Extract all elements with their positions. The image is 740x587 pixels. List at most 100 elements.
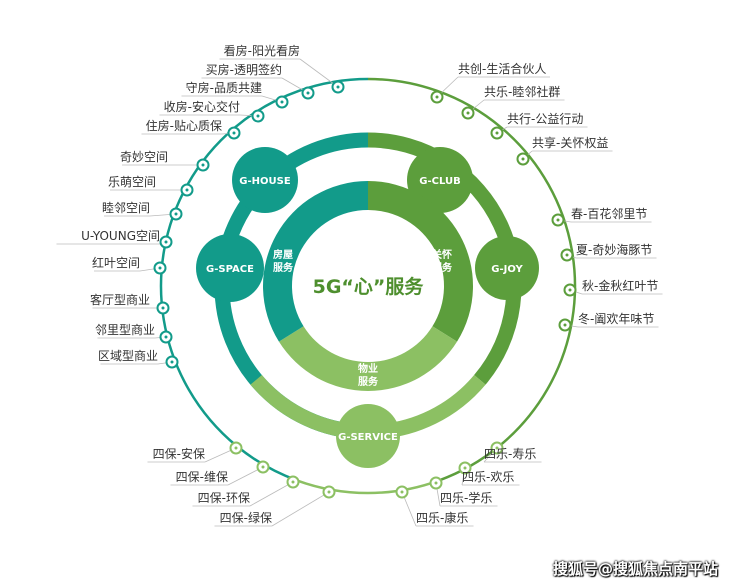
label-text: 四保-绿保 — [220, 510, 272, 525]
list-item: 四保-环保 — [192, 475, 300, 507]
list-item: U-YOUNG空间 — [56, 229, 173, 249]
outer-ring-bottom — [296, 479, 440, 495]
ring-dot-center — [400, 490, 404, 494]
label-text: 四保-安保 — [153, 446, 205, 461]
node-service — [336, 404, 400, 468]
label-text: 红叶空间 — [92, 255, 140, 270]
ring-dot-center — [463, 466, 467, 470]
ring-dot-center — [234, 446, 238, 450]
label-text: 邻里型商业 — [95, 322, 155, 337]
list-item: 共创-生活合伙人 — [430, 61, 550, 104]
label-text: 奇妙空间 — [120, 150, 168, 164]
segment-house — [263, 181, 368, 342]
list-item: 四乐-寿乐 — [483, 441, 542, 463]
label-text: 四保-环保 — [198, 491, 250, 505]
list-item: 乐萌空间 — [108, 175, 194, 197]
leader-line — [249, 481, 294, 507]
ring-dot-center — [291, 480, 295, 484]
label-text: U-YOUNG空间 — [81, 229, 160, 243]
node-label-house: G-HOUSE — [239, 176, 291, 187]
ring-dot-center — [556, 218, 560, 222]
middle-ring-right — [367, 132, 522, 385]
segment-care — [368, 181, 473, 342]
label-text: 共创-生活合伙人 — [458, 61, 546, 76]
ring-dot-center — [563, 323, 567, 327]
ring-dot-center — [256, 114, 260, 118]
leader-line — [271, 491, 330, 527]
ring-dot-center — [174, 212, 178, 216]
list-item: 春-百花邻里节 — [551, 206, 652, 227]
ring-dot-center — [161, 306, 165, 310]
ring-dot-center — [164, 240, 168, 244]
label-text: 买房-透明签约 — [206, 62, 282, 77]
outer-labels: 看房-阳光看房买房-透明签约守房-品质共建收房-安心交付住房-贴心质保奇妙空间乐… — [56, 43, 663, 527]
label-text: 睦邻空间 — [102, 201, 150, 215]
ring-dot-center — [336, 85, 340, 89]
label-text: 四乐-欢乐 — [462, 469, 514, 484]
label-text: 春-百花邻里节 — [571, 206, 647, 221]
label-text: 秋-金秋红叶节 — [582, 278, 658, 293]
list-item: 红叶空间 — [92, 255, 167, 275]
label-text: 四乐-康乐 — [416, 510, 468, 525]
label-text: 收房-安心交付 — [164, 99, 240, 114]
label-text: 区域型商业 — [98, 348, 158, 363]
list-item: 买房-透明签约 — [201, 62, 315, 100]
ring-dot-center — [170, 360, 174, 364]
list-item: 共乐-睦邻社群 — [461, 84, 565, 120]
ring-dot-center — [521, 157, 525, 161]
ring-dot-center — [466, 111, 470, 115]
ring-dot-center — [565, 253, 569, 257]
ring-dot-center — [568, 288, 572, 292]
list-item: 奇妙空间 — [120, 150, 210, 172]
label-text: 住房-贴心质保 — [146, 118, 222, 133]
list-item: 客厅型商业 — [90, 292, 170, 315]
node-label-service: G-SERVICE — [338, 432, 398, 443]
label-text: 四乐-寿乐 — [484, 447, 536, 461]
ring-dot-center — [185, 188, 189, 192]
ring-dot-center — [434, 481, 438, 485]
list-item: 四保-维保 — [170, 460, 270, 486]
ring-dot-center — [164, 335, 168, 339]
list-item: 冬-阖欢年味节 — [558, 311, 659, 332]
segment-property — [278, 326, 458, 391]
list-item: 共享-关怀权益 — [516, 135, 613, 166]
list-item: 四乐-学乐 — [429, 476, 498, 507]
label-text: 冬-阖欢年味节 — [578, 311, 654, 326]
ring-dot-center — [495, 446, 499, 450]
list-item: 四保-绿保 — [214, 485, 336, 527]
list-item: 共行-公益行动 — [490, 112, 588, 140]
ring-dot-center — [201, 163, 205, 167]
list-item: 区域型商业 — [98, 348, 179, 369]
list-item: 四乐-欢乐 — [458, 461, 520, 486]
label-text: 客厅型商业 — [90, 292, 150, 307]
leader-line — [227, 466, 264, 486]
label-text: 夏-奇妙海豚节 — [576, 242, 652, 257]
list-item: 睦邻空间 — [102, 201, 183, 221]
node-label-club: G-CLUB — [419, 176, 460, 187]
list-item: 四保-安保 — [147, 441, 243, 463]
node-club — [407, 147, 473, 213]
list-item: 四乐-康乐 — [395, 485, 474, 527]
list-item: 看房-阳光看房 — [219, 43, 345, 94]
ring-dot-center — [327, 490, 331, 494]
outer-ring-right — [367, 77, 577, 482]
watermark: 搜狐号@搜狐焦点南平站 — [552, 560, 718, 578]
segment-label-house: 房屋服务 — [273, 248, 294, 274]
label-text: 共乐-睦邻社群 — [484, 84, 560, 99]
ring-dot-center — [261, 465, 265, 469]
list-item: 收房-安心交付 — [159, 99, 265, 123]
ring-dot-center — [232, 131, 236, 135]
list-item: 邻里型商业 — [95, 322, 173, 344]
leader-line — [299, 58, 339, 88]
label-text: 守房-品质共建 — [186, 80, 262, 95]
label-text: 乐萌空间 — [108, 175, 156, 189]
ring-dot-center — [158, 266, 162, 270]
ring-dot-center — [495, 131, 499, 135]
segment-label-property: 物业服务 — [358, 362, 379, 388]
node-joy — [475, 236, 539, 300]
label-text: 共行-公益行动 — [507, 112, 583, 126]
list-item: 守房-品质共建 — [181, 80, 289, 109]
